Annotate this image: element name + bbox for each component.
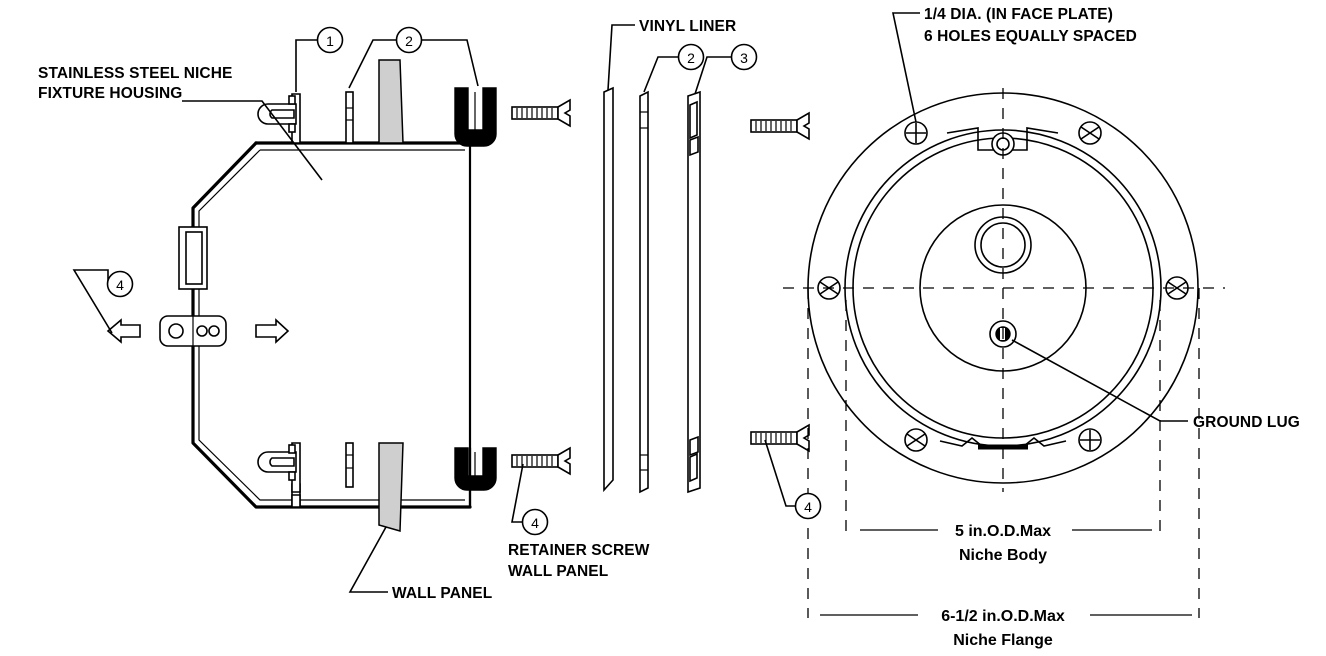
dim-flange-value: 6-1/2 in.O.D.Max xyxy=(941,608,1065,625)
fasteners-group xyxy=(511,99,810,475)
flange-screw-5 xyxy=(904,428,928,452)
u-channel-top xyxy=(454,87,497,147)
leader-balloon-1 xyxy=(295,39,318,92)
balloon-3[interactable]: 3 xyxy=(730,43,758,71)
gasket-panel xyxy=(639,90,649,494)
balloon-1-label: 1 xyxy=(326,33,334,49)
leader-balloon-2a xyxy=(348,39,397,89)
leader-wall-panel xyxy=(348,526,388,593)
vinyl-liner-panel xyxy=(603,86,614,493)
face-screw-bottom-icon xyxy=(750,424,810,452)
label-hole-note-line1: 1/4 DIA. (IN FACE PLATE) xyxy=(924,6,1113,23)
conduit-hub-side xyxy=(178,226,208,290)
ground-lug-side xyxy=(159,315,227,347)
wall-panel-top xyxy=(378,59,404,144)
retainer-screw-top-icon xyxy=(511,99,571,127)
leader-balloon-2c xyxy=(643,56,679,93)
label-retainer-line2: WALL PANEL xyxy=(508,563,608,580)
balloon-2b-label: 2 xyxy=(687,50,695,66)
leader-balloon-4c xyxy=(764,439,796,507)
leader-hole-note xyxy=(892,12,920,123)
balloon-4c-label: 4 xyxy=(804,499,812,515)
flange-screw-6 xyxy=(1078,428,1102,452)
label-vinyl-liner: VINYL LINER xyxy=(639,18,736,35)
label-housing-line1: STAINLESS STEEL NICHE xyxy=(38,65,232,82)
leader-ground-lug xyxy=(1011,339,1188,422)
face-view-group xyxy=(783,88,1225,618)
retainer-screw-bottom-icon xyxy=(511,447,571,475)
leader-housing xyxy=(182,100,323,181)
label-retainer-line1: RETAINER SCREW xyxy=(508,542,650,559)
balloon-2b[interactable]: 2 xyxy=(677,43,705,71)
label-housing-line2: FIXTURE HOUSING xyxy=(38,85,182,102)
leader-balloon-4a xyxy=(72,269,113,334)
retainer-clip-top xyxy=(257,93,301,144)
direction-arrow-right xyxy=(255,318,290,344)
leader-balloon-4b xyxy=(511,463,524,523)
leader-lines-group xyxy=(72,12,1188,593)
gasket-strip-bottom xyxy=(345,442,354,488)
u-channel-bottom xyxy=(454,447,497,491)
wall-panel-bottom xyxy=(378,442,404,532)
housing-outline-left xyxy=(191,141,472,509)
face-plate-panel xyxy=(687,90,701,494)
leader-balloon-3 xyxy=(694,56,732,95)
dim-flange-subject: Niche Flange xyxy=(953,632,1053,649)
balloon-4c[interactable]: 4 xyxy=(794,492,822,520)
balloon-4b-label: 4 xyxy=(531,515,539,531)
balloon-2a[interactable]: 2 xyxy=(395,26,423,54)
label-hole-note-line2: 6 HOLES EQUALLY SPACED xyxy=(924,28,1137,45)
balloon-4a[interactable]: 4 xyxy=(106,270,134,298)
balloons-group: 1 2 2 3 4 4 4 xyxy=(106,26,822,536)
face-screw-top-icon xyxy=(750,112,810,140)
housing-inner-contour xyxy=(198,149,465,501)
balloon-3-label: 3 xyxy=(740,50,748,66)
conduit-hub-inner xyxy=(980,222,1026,268)
flange-screw-1 xyxy=(904,121,928,145)
text-labels-group: STAINLESS STEEL NICHE FIXTURE HOUSING VI… xyxy=(38,6,1300,649)
leader-vinyl-liner xyxy=(607,24,635,91)
label-wall-panel: WALL PANEL xyxy=(392,585,492,602)
direction-arrow-left xyxy=(106,318,141,344)
balloon-2a-label: 2 xyxy=(405,33,413,49)
balloon-1[interactable]: 1 xyxy=(316,26,344,54)
gasket-strip-top xyxy=(345,91,354,144)
label-ground-lug: GROUND LUG xyxy=(1193,414,1300,431)
balloon-4b[interactable]: 4 xyxy=(521,508,549,536)
retainer-clip-bottom xyxy=(257,442,301,508)
panel-stack-group xyxy=(603,86,701,494)
flange-screw-2 xyxy=(1078,121,1102,145)
balloon-4a-label: 4 xyxy=(116,277,124,293)
dim-body-value: 5 in.O.D.Max xyxy=(955,523,1051,540)
leader-balloon-2b xyxy=(421,39,479,87)
dim-body-subject: Niche Body xyxy=(959,547,1047,564)
section-view-group xyxy=(106,59,497,532)
